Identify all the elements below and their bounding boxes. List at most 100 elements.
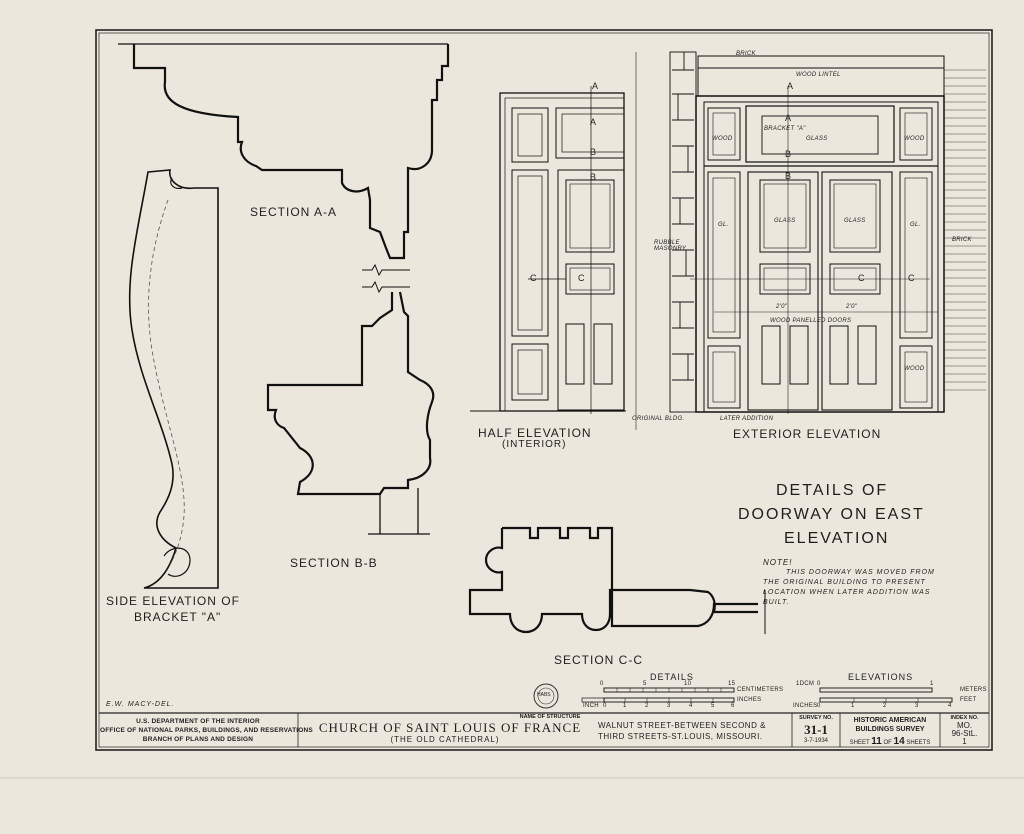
marker-a-ext: A (785, 113, 792, 123)
side-elevation-label: SIDE ELEVATION OF (106, 594, 240, 608)
tag-wood-panelled-doors: WOOD PANELLED DOORS (770, 318, 852, 324)
section-cc-plan (468, 526, 758, 634)
marker-b-half: B (590, 172, 597, 182)
tag-gl-left: GL. (718, 222, 729, 228)
tag-wood-right: WOOD (904, 136, 925, 142)
ft-tick-4: 4 (948, 703, 952, 709)
index-block: MO. 96-StL. 1 (940, 722, 989, 746)
cm-tick-5: 5 (643, 681, 647, 687)
habs-seal-inner (537, 687, 555, 705)
bracket-side-outline (128, 169, 219, 589)
inch-tick-4: 4 (689, 703, 693, 709)
exterior-doorway (695, 55, 945, 413)
note-line-4: BUILT. (763, 599, 790, 606)
marker-a-half: A (590, 117, 597, 127)
exterior-brick-right (944, 69, 986, 391)
interior-label: (INTERIOR) (502, 439, 567, 450)
agency-line-1: U.S. DEPARTMENT OF THE INTERIOR (136, 718, 260, 725)
index-line-3: 1 (962, 737, 967, 746)
inch-tick-0: 0 (603, 703, 607, 709)
feet-label: FEET (960, 697, 977, 703)
index-line-1: MO. (956, 721, 973, 730)
tag-wood-left: WOOD (712, 136, 733, 142)
inches-label: INCHES (737, 697, 762, 703)
ft-tick-2: 2 (883, 703, 887, 709)
tag-glass-left: GLASS (774, 218, 796, 224)
sheet-suffix: SHEETS (906, 740, 931, 746)
sheet-of: OF (883, 740, 892, 746)
tag-original-bldg: ORIGINAL BLDG. (632, 416, 685, 422)
section-aa-profile (132, 44, 450, 260)
habs-line-1: HISTORIC AMERICAN (853, 717, 927, 724)
bracket-label: BRACKET "A" (134, 610, 222, 624)
marker-c-half: C (578, 273, 585, 283)
section-aa-label: SECTION A-A (250, 205, 338, 219)
structure-sub: (THE OLD CATHEDRAL) (390, 735, 500, 744)
sheet-total: 14 (893, 736, 905, 747)
marker-c-ext: C (858, 273, 865, 283)
marker-a-half-top: A (592, 81, 599, 91)
marker-b-half-top: B (590, 147, 597, 157)
inch-tick-2: 2 (645, 703, 649, 709)
tag-rubble-masonry: RUBBLE MASONRY (654, 240, 687, 252)
centimeters-label: CENTIMETERS (737, 687, 784, 693)
marker-b-ext-top: B (785, 149, 792, 159)
tag-glass-top: GLASS (806, 136, 828, 142)
note-line-2: THE ORIGINAL BUILDING TO PRESENT (763, 579, 926, 586)
cm-tick-10: 10 (684, 681, 692, 687)
m-tick-0: 0 (817, 681, 821, 687)
inch-tick-5: 5 (711, 703, 715, 709)
bracket-scroll (163, 177, 191, 577)
inch-tick-1: 1 (623, 703, 627, 709)
section-cc-label: SECTION C-C (554, 653, 643, 667)
details-title-line-1: DETAILS OF (776, 482, 889, 499)
marker-b-ext: B (785, 171, 792, 181)
section-bb-label: SECTION B-B (290, 556, 378, 570)
survey-date: 3-7-1934 (803, 738, 829, 744)
marker-a-ext-top: A (787, 81, 794, 91)
note-title: NOTE! (763, 558, 793, 567)
marker-c-ext-right: C (908, 273, 915, 283)
inch-tick-6: 6 (731, 703, 735, 709)
sheet-prefix: SHEET (849, 740, 870, 746)
tag-glass-right: GLASS (844, 218, 866, 224)
cm-tick-0: 0 (600, 681, 604, 687)
half-elevation-door (470, 92, 626, 412)
exterior-elevation-label: EXTERIOR ELEVATION (733, 427, 882, 441)
tag-bracket-a: BRACKET "A" (764, 126, 806, 132)
tag-later-addition: LATER ADDITION (720, 416, 774, 422)
sheet-number-line: SHEET 11 OF 14 SHEETS (840, 736, 940, 747)
half-elevation-label: HALF ELEVATION (478, 426, 592, 440)
tag-wood-lintel: WOOD LINTEL (796, 72, 841, 78)
index-line-2: 96-StL. (951, 729, 978, 738)
meters-label: METERS (960, 687, 987, 693)
survey-no-caption: SURVEY NO. (799, 715, 833, 721)
address-line-1: WALNUT STREET-BETWEEN SECOND & (598, 721, 766, 730)
m-tick-1: 1 (930, 681, 934, 687)
name-of-structure-caption: NAME OF STRUCTURE (519, 714, 581, 720)
marker-c-half-left: C (530, 273, 537, 283)
bracket-side-hidden (148, 199, 185, 573)
ft-unit: INCHES (793, 703, 818, 709)
details-title-line-2: DOORWAY ON EAST (738, 506, 925, 523)
index-caption: INDEX NO. (950, 715, 979, 721)
sheet-number: 11 (871, 736, 882, 747)
inch-unit: INCH (583, 703, 599, 709)
half-elevation-section-marks (528, 86, 592, 414)
agency-line-2: OFFICE OF NATIONAL PARKS, BUILDINGS, AND… (100, 727, 313, 734)
habs-line-2: BUILDINGS SURVEY (855, 726, 925, 733)
address-line-2: THIRD STREETS-ST.LOUIS, MISSOURI. (598, 732, 763, 741)
habs-block: HISTORIC AMERICAN BUILDINGS SURVEY (840, 716, 940, 734)
details-scale-bar (581, 687, 735, 703)
structure-name: CHURCH OF SAINT LOUIS OF FRANCE (318, 720, 582, 735)
inner-border (98, 32, 990, 748)
tag-two-ft-left: 2'0" (776, 304, 788, 310)
details-title-line-3: ELEVATION (784, 530, 890, 547)
tag-gl-right: GL. (910, 222, 921, 228)
ft-tick-0: 0 (817, 703, 821, 709)
inch-tick-3: 3 (667, 703, 671, 709)
section-bb-profile (266, 291, 435, 496)
address-block: WALNUT STREET-BETWEEN SECOND & THIRD STR… (598, 720, 792, 742)
elevations-scale-label: ELEVATIONS (848, 672, 914, 682)
